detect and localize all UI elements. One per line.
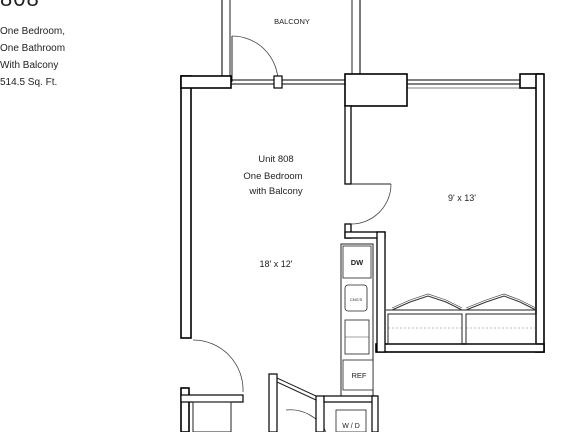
balcony-label: BALCONY <box>274 17 310 26</box>
kitchen-counter: DW CNG'S REF <box>340 243 374 397</box>
unit-subtitle: One Bedroom <box>243 171 302 182</box>
dishwasher-label: DW <box>351 258 364 267</box>
bedroom-dimensions: 9' x 13' <box>448 193 476 203</box>
lower-walls: W / D <box>180 339 379 432</box>
square-footage-line: 514.5 Sq. Ft. <box>0 77 58 88</box>
sink-note: CNG'S <box>350 297 363 302</box>
exterior-walls <box>180 73 545 353</box>
bedroom-partition <box>344 105 392 353</box>
unit-type-line: One Bedroom, <box>0 26 66 37</box>
washer-dryer-label: W / D <box>342 423 360 430</box>
balcony: BALCONY <box>221 0 361 82</box>
refrigerator-label: REF <box>352 371 367 380</box>
living-room-labels: Unit 808 One Bedroom with Balcony 18' x … <box>243 154 302 269</box>
bathroom-line: One Bathroom <box>0 43 66 54</box>
balcony-line: With Balcony <box>0 60 59 71</box>
unit-number: 808 <box>0 0 40 12</box>
unit-title: Unit 808 <box>258 154 293 165</box>
balcony-door <box>231 35 283 89</box>
unit-balcony-note: with Balcony <box>248 186 303 197</box>
bedroom-closet <box>386 293 537 345</box>
living-room-dimensions: 18' x 12' <box>260 259 293 269</box>
